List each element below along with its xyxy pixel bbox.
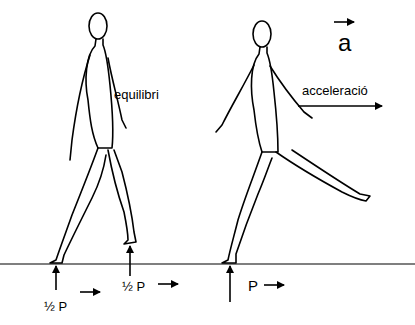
force-arrow bbox=[55, 266, 57, 290]
state-label: equilibri bbox=[114, 88, 159, 102]
vector-symbol: a bbox=[338, 30, 351, 56]
force-arrow bbox=[129, 246, 131, 276]
force-label: P bbox=[248, 278, 258, 295]
state-label: acceleració bbox=[302, 84, 368, 98]
acceleration-arrow bbox=[298, 105, 382, 107]
force-label: ½ P bbox=[122, 280, 145, 294]
walker-figure-right bbox=[216, 21, 370, 263]
vector-arrow bbox=[80, 291, 100, 293]
vector-arrow bbox=[334, 21, 354, 23]
force-arrow bbox=[229, 266, 231, 302]
walker-figure-left bbox=[50, 13, 136, 263]
force-label: ½ P bbox=[44, 300, 67, 314]
vector-arrow bbox=[158, 283, 178, 285]
vector-arrow bbox=[264, 284, 284, 286]
